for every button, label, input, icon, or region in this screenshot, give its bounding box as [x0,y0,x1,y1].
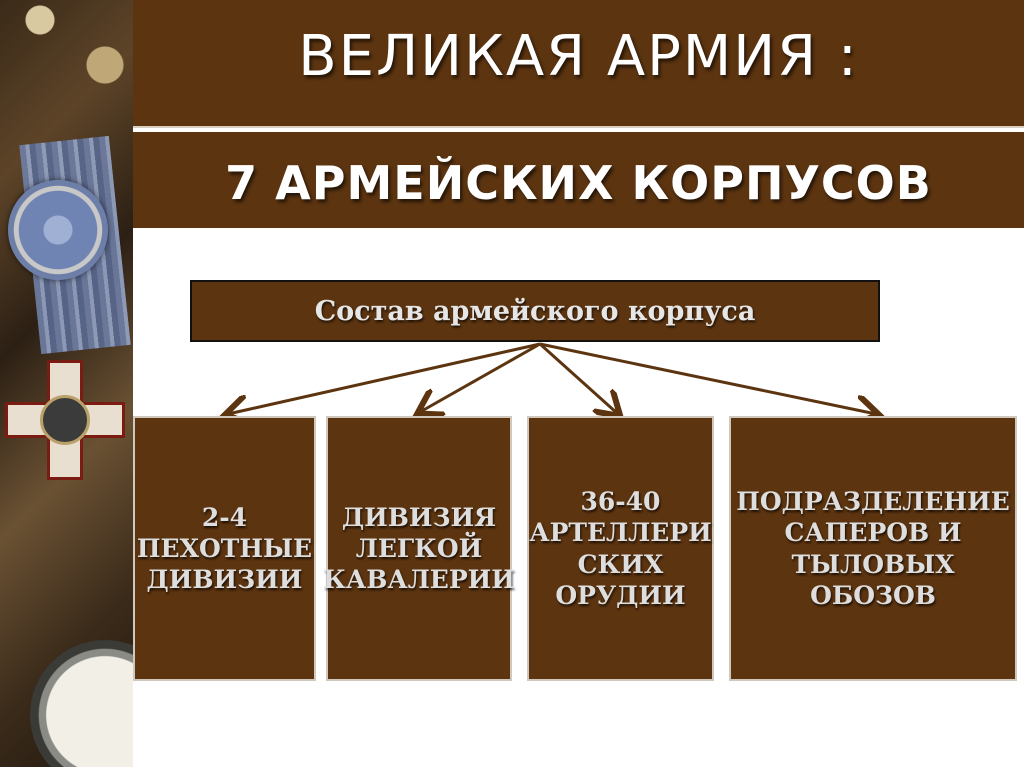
arrow-to-infantry [228,342,541,414]
light-cavalry-box: ДИВИЗИЯ ЛЕГКОЙ КАВАЛЕРИИ [323,416,515,681]
arrow-to-sappers [539,342,876,414]
slide-title: ВЕЛИКАЯ АРМИЯ : [298,24,859,89]
order-cross-icon [5,360,125,480]
medal-rosette [8,180,108,280]
decorative-medals-photo [0,0,133,767]
artillery-label: 36-40 АРТЕЛЛЕРИ СКИХ ОРУДИИ [529,487,712,610]
infantry-divisions-label: 2-4 ПЕХОТНЫЕ ДИВИЗИИ [136,502,313,595]
slide-subtitle: 7 АРМЕЙСКИХ КОРПУСОВ [225,156,932,210]
subtitle-bar: 7 АРМЕЙСКИХ КОРПУСОВ [133,132,1024,228]
corps-composition-box: Состав армейского корпуса [190,280,880,342]
sappers-and-supply-label: ПОДРАЗДЕЛЕНИЕ САПЕРОВ И ТЫЛОВЫХ ОБОЗОВ [736,487,1010,610]
artillery-box: 36-40 АРТЕЛЛЕРИ СКИХ ОРУДИИ [527,416,714,681]
arrow-to-artillery [538,342,618,414]
title-bar: ВЕЛИКАЯ АРМИЯ : [133,0,1024,128]
light-cavalry-label: ДИВИЗИЯ ЛЕГКОЙ КАВАЛЕРИИ [323,502,515,595]
sappers-and-supply-box: ПОДРАЗДЕЛЕНИЕ САПЕРОВ И ТЫЛОВЫХ ОБОЗОВ [729,416,1017,681]
corps-composition-label: Состав армейского корпуса [314,295,756,327]
compass-icon [30,640,133,767]
arrow-to-cavalry [420,342,541,412]
infantry-divisions-box: 2-4 ПЕХОТНЫЕ ДИВИЗИИ [133,416,316,681]
